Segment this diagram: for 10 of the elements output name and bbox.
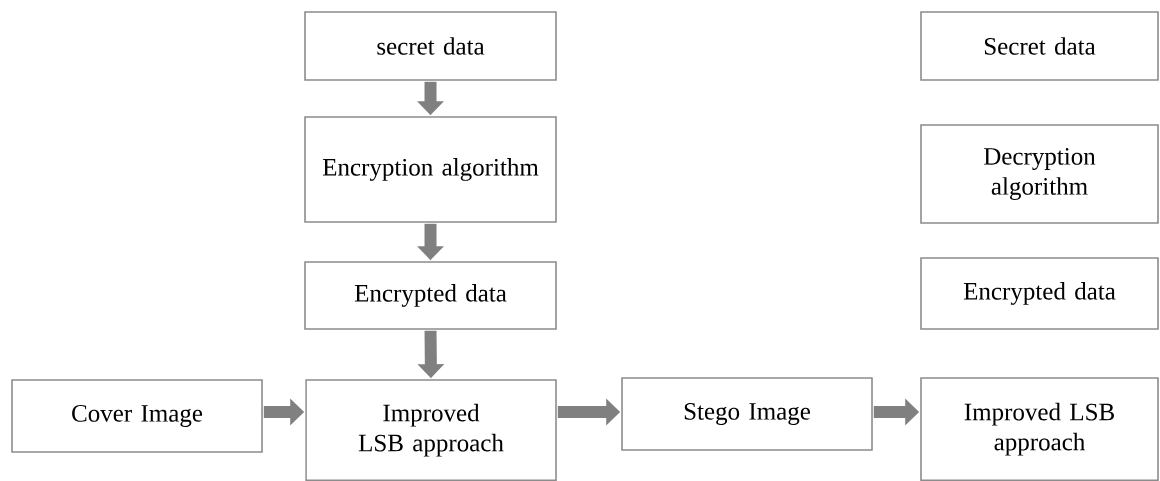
process-box: Encrypted data (304, 261, 557, 330)
process-box: Encrypted data (920, 257, 1159, 330)
process-box: Decryption algorithm (920, 124, 1159, 224)
process-box: Cover Image (11, 379, 263, 453)
process-box: Improved LSB approach (305, 379, 557, 481)
process-box: Improved LSB approach (920, 377, 1159, 481)
process-box: secret data (304, 11, 557, 81)
process-box: Secret data (920, 11, 1159, 81)
process-box: Encryption algorithm (304, 116, 557, 223)
process-box: Stego Image (621, 377, 873, 451)
